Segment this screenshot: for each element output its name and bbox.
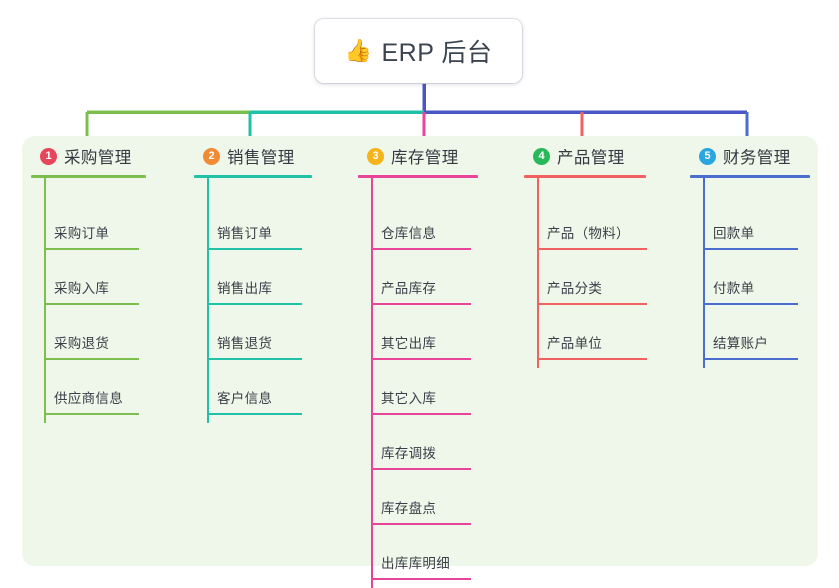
thumbs-up-icon: 👍 bbox=[344, 38, 373, 63]
list-item[interactable]: 出库库明细 bbox=[371, 525, 471, 580]
root-node-label: ERP 后台 bbox=[381, 39, 493, 67]
column-header-rule bbox=[524, 175, 646, 178]
list-item-rule bbox=[371, 578, 471, 580]
list-item-rule bbox=[371, 303, 471, 305]
list-item-label: 产品（物料） bbox=[547, 226, 630, 241]
column-badge-4: 4 bbox=[533, 147, 550, 165]
list-item-label: 结算账户 bbox=[713, 336, 769, 351]
list-item[interactable]: 结算账户 bbox=[703, 305, 798, 360]
list-item[interactable]: 付款单 bbox=[703, 250, 798, 305]
column-header-rule bbox=[31, 175, 146, 178]
list-item-label: 库存盘点 bbox=[381, 501, 437, 516]
list-item-label: 出库库明细 bbox=[381, 556, 450, 571]
list-item[interactable]: 仓库信息 bbox=[371, 195, 471, 250]
list-item-rule bbox=[207, 303, 302, 305]
list-item-label: 其它入库 bbox=[381, 391, 437, 406]
column-spine bbox=[207, 178, 209, 423]
list-item-label: 销售退货 bbox=[217, 336, 273, 351]
root-node-erp[interactable]: 👍 ERP 后台 bbox=[315, 19, 522, 83]
diagram-panel bbox=[22, 136, 818, 566]
list-item[interactable]: 产品库存 bbox=[371, 250, 471, 305]
list-item-rule bbox=[371, 358, 471, 360]
list-item-label: 产品库存 bbox=[381, 281, 437, 296]
list-item-label: 付款单 bbox=[713, 281, 755, 296]
list-item-rule bbox=[703, 358, 798, 360]
list-item-label: 销售出库 bbox=[217, 281, 273, 296]
column-1: 1 采购管理采购订单采购入库采购退货供应商信息 bbox=[31, 143, 146, 423]
column-header-rule bbox=[690, 175, 810, 178]
column-spine bbox=[44, 178, 46, 423]
column-header-3[interactable]: 3 库存管理 bbox=[358, 143, 478, 169]
list-item-rule bbox=[207, 358, 302, 360]
column-header-2[interactable]: 2 销售管理 bbox=[194, 143, 312, 169]
list-item-rule bbox=[371, 523, 471, 525]
list-item-label: 回款单 bbox=[713, 226, 755, 241]
list-item-rule bbox=[537, 358, 647, 360]
list-item-label: 客户信息 bbox=[217, 391, 273, 406]
list-item-rule bbox=[371, 248, 471, 250]
list-item-rule bbox=[703, 248, 798, 250]
list-item-label: 库存调拨 bbox=[381, 446, 437, 461]
column-header-rule bbox=[358, 175, 478, 178]
list-item-rule bbox=[537, 248, 647, 250]
list-item-rule bbox=[537, 303, 647, 305]
list-item-rule bbox=[703, 303, 798, 305]
list-item-label: 其它出库 bbox=[381, 336, 437, 351]
column-title-label: 库存管理 bbox=[391, 149, 459, 167]
list-item[interactable]: 销售退货 bbox=[207, 305, 302, 360]
column-spine bbox=[703, 178, 705, 368]
list-item[interactable]: 销售出库 bbox=[207, 250, 302, 305]
list-item[interactable]: 其它出库 bbox=[371, 305, 471, 360]
list-item[interactable]: 供应商信息 bbox=[44, 360, 139, 415]
column-2: 2 销售管理销售订单销售出库销售退货客户信息 bbox=[194, 143, 312, 423]
list-item-label: 采购退货 bbox=[54, 336, 110, 351]
list-item-label: 产品单位 bbox=[547, 336, 603, 351]
column-title-label: 产品管理 bbox=[557, 149, 625, 167]
list-item[interactable]: 销售订单 bbox=[207, 195, 302, 250]
list-item-label: 供应商信息 bbox=[54, 391, 123, 406]
column-badge-3: 3 bbox=[367, 147, 384, 165]
column-title-label: 销售管理 bbox=[227, 149, 295, 167]
column-header-5[interactable]: 5 财务管理 bbox=[690, 143, 810, 169]
list-item[interactable]: 客户信息 bbox=[207, 360, 302, 415]
list-item[interactable]: 产品（物料） bbox=[537, 195, 647, 250]
list-item[interactable]: 采购退货 bbox=[44, 305, 139, 360]
root-node-title: 👍 ERP 后台 bbox=[345, 33, 493, 69]
list-item-label: 仓库信息 bbox=[381, 226, 437, 241]
list-item-rule bbox=[44, 413, 139, 415]
list-item-rule bbox=[207, 248, 302, 250]
list-item-rule bbox=[371, 468, 471, 470]
list-item-rule bbox=[44, 248, 139, 250]
column-spine bbox=[537, 178, 539, 368]
list-item-rule bbox=[44, 303, 139, 305]
column-spine bbox=[371, 178, 373, 588]
list-item-label: 采购入库 bbox=[54, 281, 110, 296]
list-item[interactable]: 采购订单 bbox=[44, 195, 139, 250]
column-title-label: 采购管理 bbox=[64, 149, 132, 167]
column-5: 5 财务管理回款单付款单结算账户 bbox=[690, 143, 810, 368]
column-badge-1: 1 bbox=[40, 147, 57, 165]
column-3: 3 库存管理仓库信息产品库存其它出库其它入库库存调拨库存盘点出库库明细 bbox=[358, 143, 478, 588]
list-item[interactable]: 库存盘点 bbox=[371, 470, 471, 525]
column-header-rule bbox=[194, 175, 312, 178]
list-item[interactable]: 采购入库 bbox=[44, 250, 139, 305]
list-item[interactable]: 回款单 bbox=[703, 195, 798, 250]
list-item-label: 采购订单 bbox=[54, 226, 110, 241]
list-item-label: 销售订单 bbox=[217, 226, 273, 241]
column-header-1[interactable]: 1 采购管理 bbox=[31, 143, 146, 169]
list-item[interactable]: 产品单位 bbox=[537, 305, 647, 360]
list-item[interactable]: 产品分类 bbox=[537, 250, 647, 305]
column-header-4[interactable]: 4 产品管理 bbox=[524, 143, 646, 169]
column-badge-5: 5 bbox=[699, 147, 716, 165]
column-badge-2: 2 bbox=[203, 147, 220, 165]
list-item-rule bbox=[44, 358, 139, 360]
list-item-rule bbox=[371, 413, 471, 415]
column-title-label: 财务管理 bbox=[723, 149, 791, 167]
list-item-label: 产品分类 bbox=[547, 281, 603, 296]
list-item[interactable]: 库存调拨 bbox=[371, 415, 471, 470]
list-item-rule bbox=[207, 413, 302, 415]
list-item[interactable]: 其它入库 bbox=[371, 360, 471, 415]
column-4: 4 产品管理产品（物料） 产品分类产品单位 bbox=[524, 143, 647, 368]
